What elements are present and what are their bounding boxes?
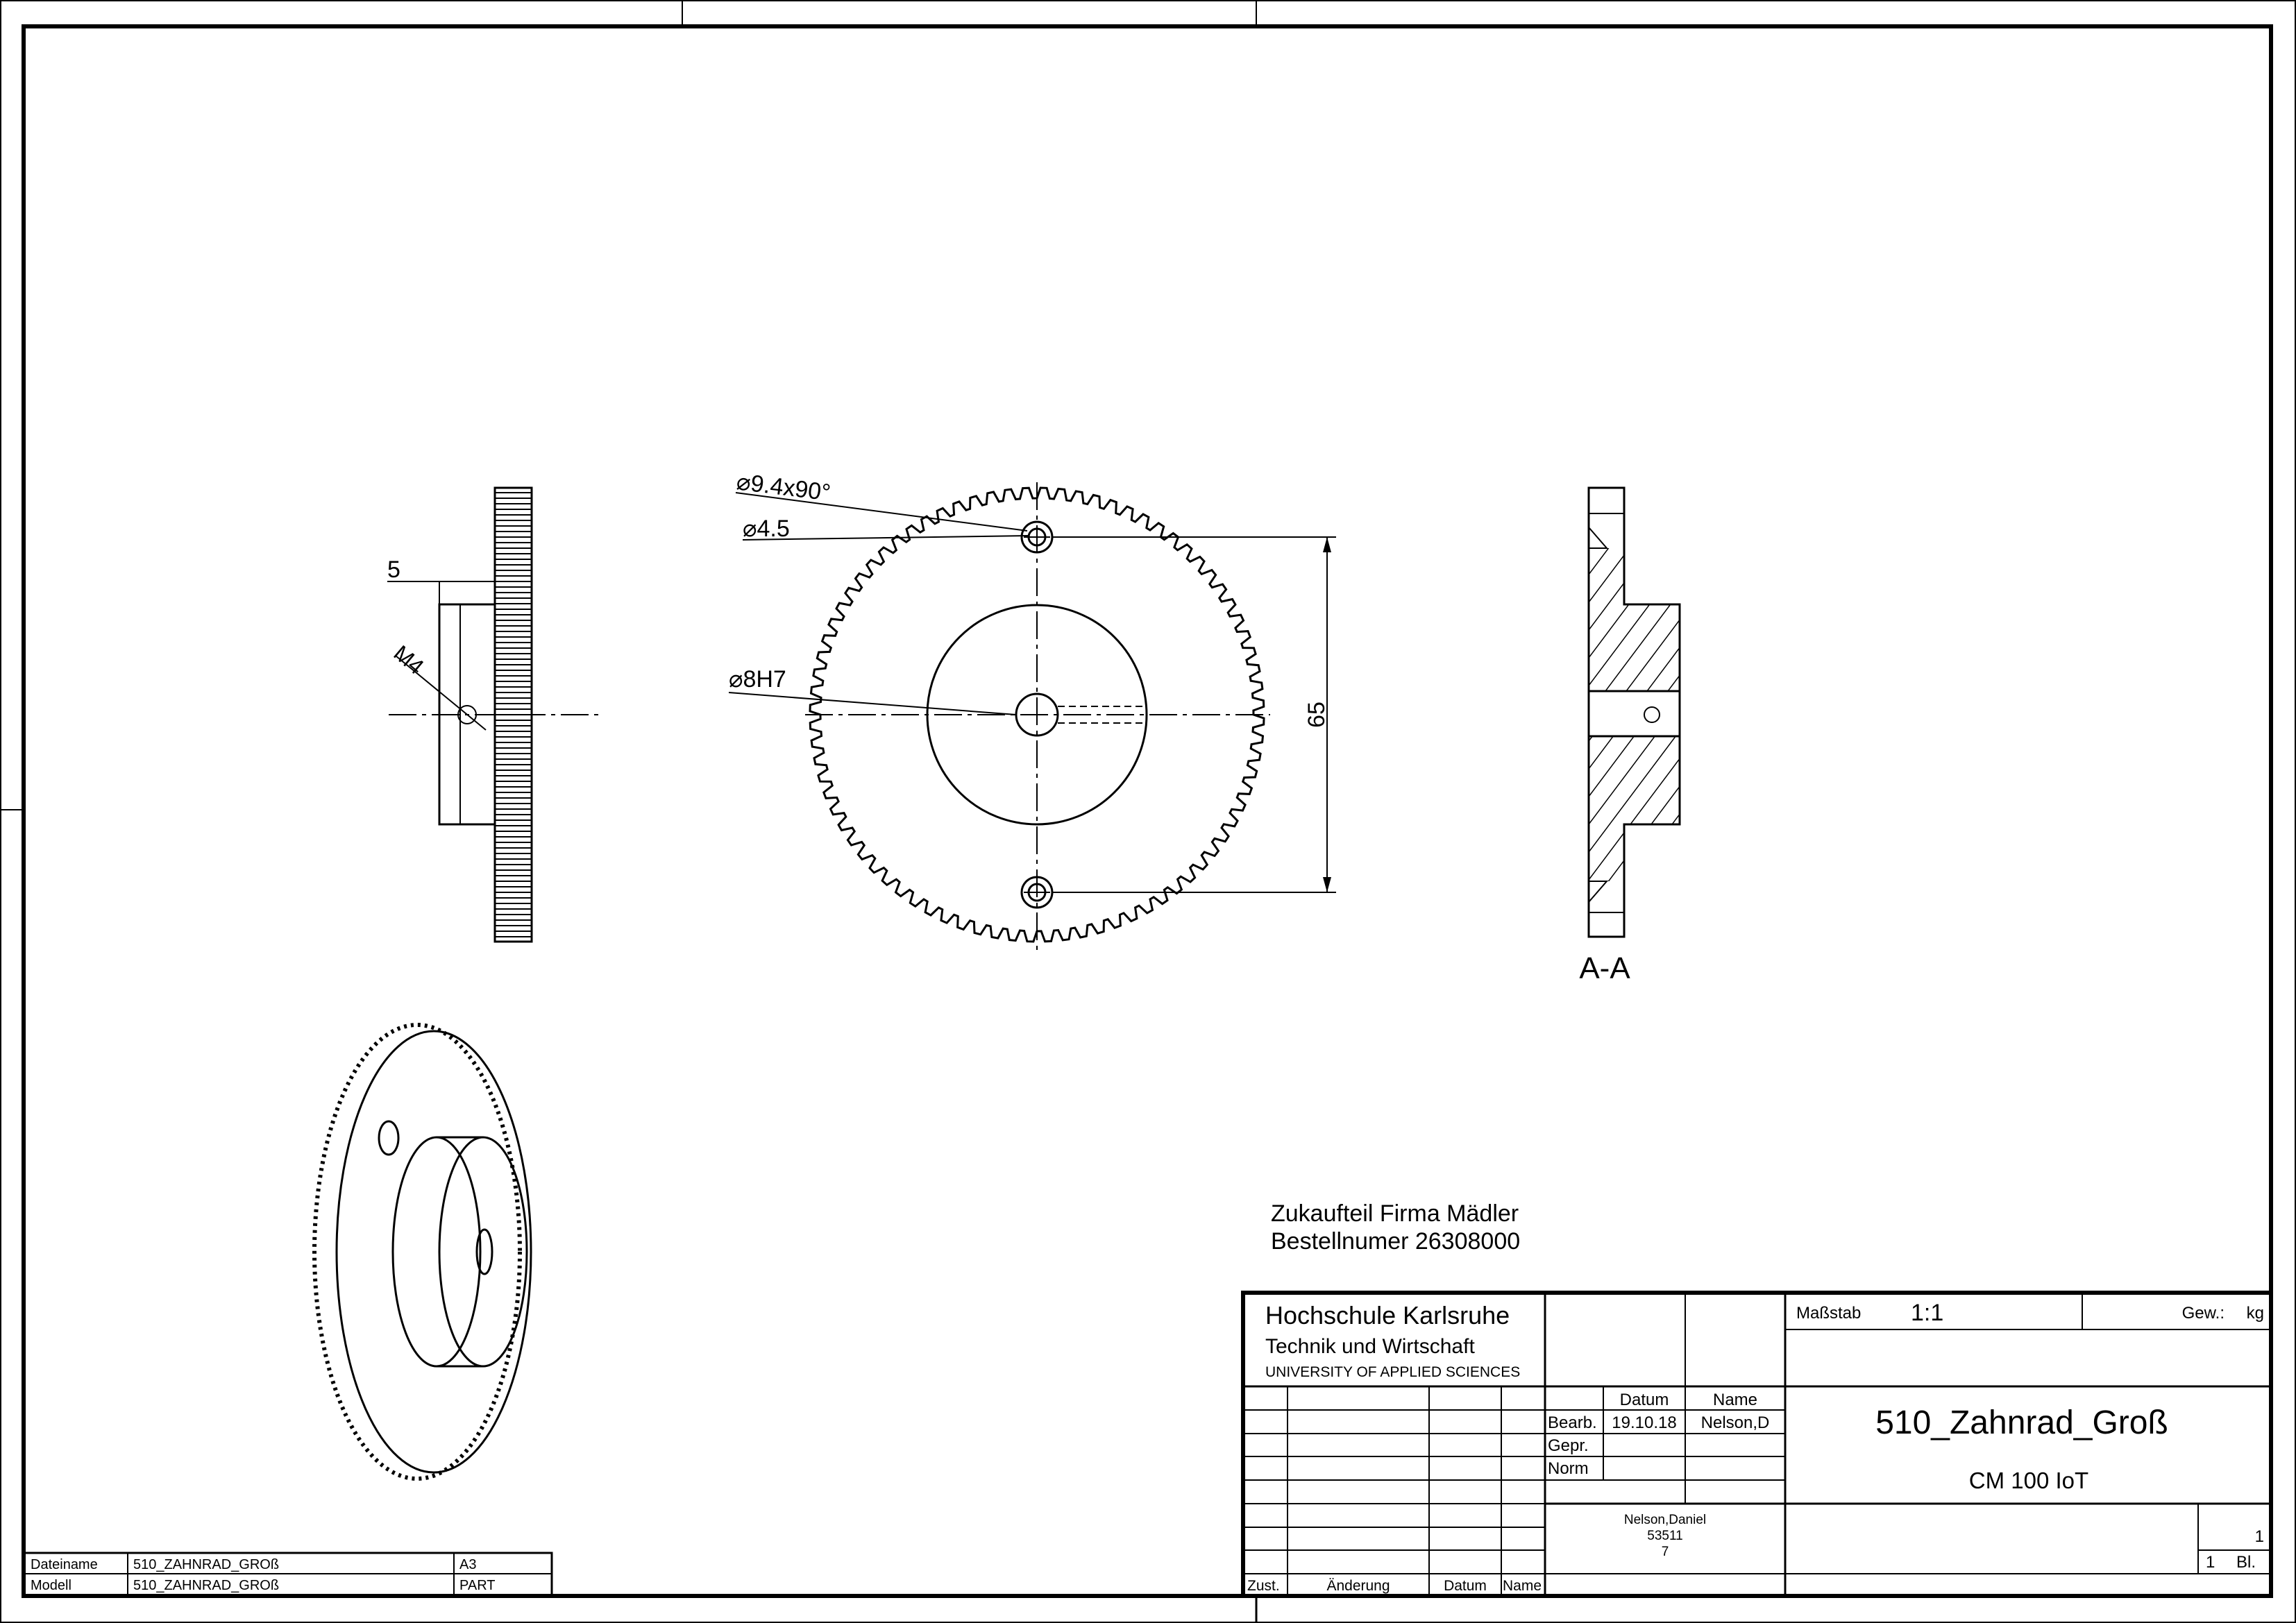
section-hatch-line xyxy=(1582,999,1687,1138)
svg-text:Maßstab: Maßstab xyxy=(1796,1304,1861,1323)
section-label: A-A xyxy=(1579,951,1630,985)
isometric-view xyxy=(312,1023,532,1481)
dimension-hub-offset: 5 xyxy=(387,556,400,583)
svg-text:PART: PART xyxy=(459,1578,496,1593)
section-hatch-line xyxy=(1589,548,1680,556)
svg-text:Norm: Norm xyxy=(1548,1459,1589,1478)
svg-text:kg: kg xyxy=(2247,1304,2264,1323)
svg-text:1: 1 xyxy=(2255,1527,2264,1546)
scale-value: 1:1 xyxy=(1911,1300,1943,1326)
section-hatch-line xyxy=(1582,250,1687,389)
section-hatch-line xyxy=(1582,305,1687,444)
svg-text:7: 7 xyxy=(1662,1545,1669,1559)
section-hatch-line xyxy=(1589,638,1680,778)
svg-text:Technik und Wirtschaft: Technik und Wirtschaft xyxy=(1265,1335,1475,1358)
svg-text:Modell: Modell xyxy=(31,1578,71,1593)
svg-text:UNIVERSITY OF APPLIED SCIENCES: UNIVERSITY OF APPLIED SCIENCES xyxy=(1265,1364,1520,1380)
svg-text:53511: 53511 xyxy=(1647,1529,1682,1543)
section-hatch-line xyxy=(1582,222,1687,361)
svg-text:Bearb.: Bearb. xyxy=(1548,1413,1597,1432)
svg-text:Bestellnumer 26308000: Bestellnumer 26308000 xyxy=(1271,1228,1520,1255)
svg-text:Bl.: Bl. xyxy=(2236,1553,2256,1572)
svg-text:510_ZAHNRAD_GROß: 510_ZAHNRAD_GROß xyxy=(133,1578,279,1593)
svg-text:Änderung: Änderung xyxy=(1326,1578,1390,1594)
dimension-hole-spacing: 65 xyxy=(1303,702,1330,728)
svg-text:19.10.18: 19.10.18 xyxy=(1612,1413,1676,1432)
section-hatch-line xyxy=(1582,361,1687,500)
section-hatch-line xyxy=(1589,548,1680,611)
file-info-table: Dateiname 510_ZAHNRAD_GROß A3 Modell 510… xyxy=(22,1552,553,1597)
drawing-title: 510_Zahnrad_Groß xyxy=(1875,1404,2168,1441)
section-hatch-line xyxy=(1589,832,1680,881)
svg-text:Zust.: Zust. xyxy=(1247,1578,1280,1594)
section-hatch-line xyxy=(1589,554,1680,695)
section-hatch-line xyxy=(1582,389,1687,527)
side-view: 5 M4 xyxy=(387,486,604,943)
svg-text:A3: A3 xyxy=(459,1557,476,1572)
svg-text:Name: Name xyxy=(1503,1578,1542,1594)
svg-text:Name: Name xyxy=(1713,1391,1757,1409)
section-hatch-line xyxy=(1582,1027,1687,1166)
section-hatch-line xyxy=(1582,194,1687,333)
svg-text:Zukaufteil Firma Mädler: Zukaufteil Firma Mädler xyxy=(1271,1200,1519,1227)
svg-text:Gew.:: Gew.: xyxy=(2182,1304,2225,1323)
section-hatch-line xyxy=(1589,776,1680,881)
svg-text:Nelson,D: Nelson,D xyxy=(1701,1413,1770,1432)
section-hatch-line xyxy=(1589,548,1680,584)
section-hatch-line xyxy=(1589,721,1680,861)
svg-text:Datum: Datum xyxy=(1444,1578,1487,1594)
dimension-countersink: ⌀9.4x90° xyxy=(735,468,832,506)
svg-text:Datum: Datum xyxy=(1620,1391,1669,1409)
section-hatch-line xyxy=(1582,139,1687,278)
section-hatch-line xyxy=(1582,333,1687,472)
purchase-note: Zukaufteil Firma Mädler Bestellnumer 263… xyxy=(1271,1200,1520,1255)
front-view: ⌀9.4x90° ⌀4.5 ⌀8H7 65 xyxy=(728,468,1336,951)
side-view-teeth xyxy=(495,492,532,937)
project-name: CM 100 IoT xyxy=(1969,1468,2088,1493)
section-hatch-line xyxy=(1589,610,1680,750)
section-hatch-line xyxy=(1589,749,1680,881)
section-hatch-line xyxy=(1582,971,1687,1110)
section-view-a-a: A-A xyxy=(1579,139,1687,1166)
institution-name: Hochschule Karlsruhe xyxy=(1265,1301,1510,1329)
title-block: Hochschule Karlsruhe Technik und Wirtsch… xyxy=(1241,1291,2273,1598)
dimension-hole: ⌀4.5 xyxy=(743,516,790,542)
svg-text:Dateiname: Dateiname xyxy=(31,1557,98,1572)
section-hatch-line xyxy=(1589,804,1680,881)
section-hatch-line xyxy=(1582,167,1687,305)
dimension-bore: ⌀8H7 xyxy=(729,666,786,692)
dimension-thread: M4 xyxy=(389,640,429,679)
section-hatch-line xyxy=(1582,278,1687,416)
svg-text:510_ZAHNRAD_GROß: 510_ZAHNRAD_GROß xyxy=(133,1557,279,1572)
svg-text:1: 1 xyxy=(2206,1553,2215,1572)
svg-text:Gepr.: Gepr. xyxy=(1548,1436,1589,1455)
section-hatch-line xyxy=(1589,693,1680,833)
section-hatch-line xyxy=(1589,548,1680,639)
svg-text:Nelson,Daniel: Nelson,Daniel xyxy=(1624,1513,1706,1527)
